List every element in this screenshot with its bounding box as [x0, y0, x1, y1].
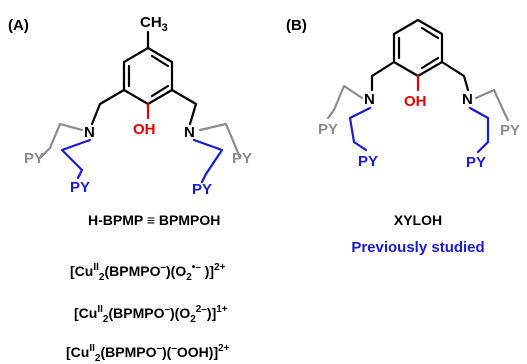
panel-a-py-gray-left: PY — [24, 150, 44, 167]
panel-b-py-gray-right: PY — [500, 122, 520, 139]
panel-b-right-ch2 — [440, 60, 470, 92]
formula-superoxo: [CuII2(BPMPO–)(O2•– )]2+ — [70, 262, 226, 283]
panel-a-right-gray-arm — [198, 122, 242, 160]
panel-a-left-gray-arm — [38, 122, 84, 160]
panel-b-right-gray-arm — [474, 88, 510, 122]
panel-a-py-blue-left: PY — [70, 179, 90, 196]
panel-a-n-left: N — [84, 124, 95, 141]
panel-b-py-blue-right: PY — [466, 154, 486, 171]
panel-a-n-right: N — [184, 124, 195, 141]
panel-a-benzene-ring — [122, 46, 174, 106]
panel-a-py-gray-right: PY — [232, 150, 252, 167]
panel-b-n-right: N — [462, 91, 473, 108]
panel-b-right-blue-arm — [468, 106, 490, 154]
formula-peroxo: [CuII2(BPMPO–)(O22–)]1+ — [74, 304, 228, 325]
panel-a-label: (A) — [8, 17, 29, 34]
panel-a-left-ch2 — [90, 88, 126, 126]
panel-a-methyl: CH3 — [140, 14, 168, 34]
formula-hydroperoxo: [CuII2(BPMPO–)(–OOH)]2+ — [66, 343, 230, 364]
panel-b-ligand-name: XYLOH — [394, 212, 442, 228]
panel-a-py-blue-right: PY — [192, 181, 212, 198]
panel-a-left-blue-arm — [60, 138, 92, 180]
panel-b-n-left: N — [364, 91, 375, 108]
panel-b-py-blue-left: PY — [358, 153, 378, 170]
panel-b-left-blue-arm — [348, 106, 372, 152]
panel-a-right-ch2 — [170, 88, 198, 126]
panel-b-note: Previously studied — [351, 239, 484, 256]
panel-a-right-blue-arm — [192, 138, 224, 184]
panel-b-label: (B) — [286, 17, 307, 34]
panel-b-left-gray-arm — [326, 84, 364, 120]
panel-a-ligand-name: H-BPMP ≡ BPMPOH — [88, 212, 220, 228]
panel-b-py-gray-left: PY — [318, 121, 338, 138]
panel-b-oh: OH — [404, 93, 427, 110]
panel-b-benzene-ring — [392, 18, 444, 78]
panel-b-left-ch2 — [370, 60, 396, 92]
panel-a-oh: OH — [133, 121, 156, 138]
